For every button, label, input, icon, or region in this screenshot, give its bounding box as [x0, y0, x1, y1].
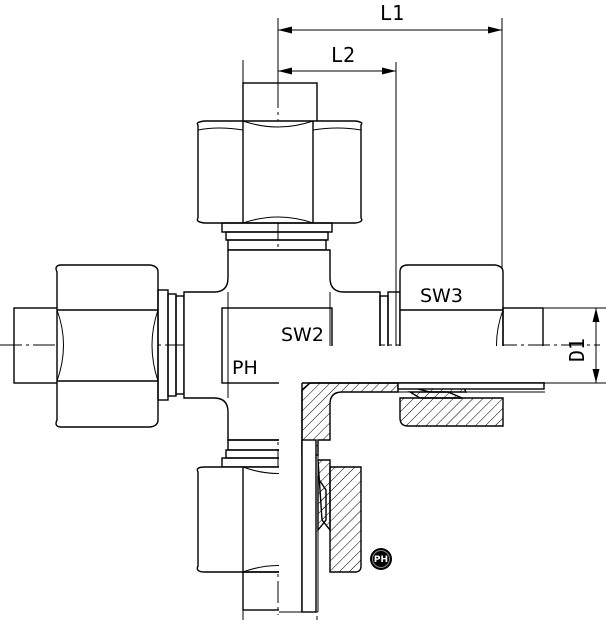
dimension-d1-label: D1 [565, 338, 589, 362]
left-branch [13, 264, 185, 428]
dimension-l2-label: L2 [331, 43, 355, 67]
svg-text:PH: PH [374, 555, 388, 565]
sw2-label: SW2 [281, 324, 324, 346]
material-label: PH [232, 357, 258, 379]
quarter-section [279, 346, 545, 616]
ph-logo: PH [370, 548, 392, 570]
dimension-l1-label: L1 [380, 1, 404, 25]
sw3-label: SW3 [420, 285, 463, 307]
dimension-l2: L2 [278, 43, 397, 390]
top-branch [196, 60, 363, 251]
